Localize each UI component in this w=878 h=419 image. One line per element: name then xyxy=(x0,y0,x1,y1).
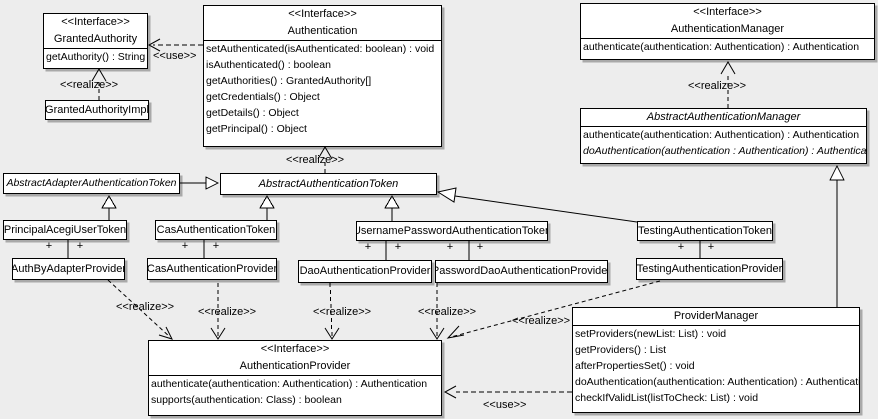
multiplicity-plus: + xyxy=(45,240,53,252)
class-name: ProviderManager xyxy=(673,310,759,322)
class-authentication[interactable]: <<Interface>> Authentication setAuthenti… xyxy=(203,5,442,147)
class-provider-manager[interactable]: ProviderManager setProviders(newList: Li… xyxy=(572,307,860,413)
multiplicity-plus: + xyxy=(76,240,84,252)
class-authentication-provider[interactable]: <<Interface>> AuthenticationProvider aut… xyxy=(148,340,442,416)
method: checkIfValidList(listToCheck: List) : vo… xyxy=(575,392,759,404)
multiplicity-plus: + xyxy=(212,240,220,252)
class-name: CasAuthenticationToken xyxy=(156,223,276,236)
class-abstract-adapter-authentication-token[interactable]: AbstractAdapterAuthenticationToken xyxy=(3,173,180,194)
use-label-bottom: <<use>> xyxy=(483,399,527,411)
class-authentication-manager[interactable]: <<Interface>> AuthenticationManager auth… xyxy=(580,3,875,60)
multiplicity-plus: + xyxy=(364,241,372,253)
method: doAuthentication(authentication : Authen… xyxy=(583,145,867,157)
class-dao-authentication-provider[interactable]: DaoAuthenticationProvider xyxy=(298,260,432,283)
class-granted-authority-impl[interactable]: GrantedAuthorityImpl xyxy=(45,100,149,120)
class-header: <<Interface>> AuthenticationProvider xyxy=(149,341,441,376)
method: setProviders(newList: List) : void xyxy=(575,328,727,340)
method: getProviders() : List xyxy=(575,344,667,356)
class-name: CasAuthenticationProvider xyxy=(147,262,277,275)
class-name: TestingAuthenticationToken xyxy=(638,224,772,237)
realize-label-password-dao: <<realize>> xyxy=(418,306,477,318)
method: authenticate(authentication: Authenticat… xyxy=(583,41,860,53)
realize-label-granted-authority: <<realize>> xyxy=(60,79,119,91)
method: getDetails() : Object xyxy=(206,107,299,119)
class-granted-authority[interactable]: <<Interface>> GrantedAuthority getAuthor… xyxy=(43,13,148,69)
class-username-password-authentication-token[interactable]: UsernamePasswordAuthenticationToken xyxy=(356,221,548,241)
class-header: ProviderManager xyxy=(573,308,859,326)
class-abstract-authentication-manager[interactable]: AbstractAuthenticationManager authentica… xyxy=(580,108,867,164)
class-testing-authentication-token[interactable]: TestingAuthenticationToken xyxy=(637,221,773,241)
method: afterPropertiesSet() : void xyxy=(575,360,695,372)
class-password-dao-authentication-provider[interactable]: PasswordDaoAuthenticationProvider xyxy=(435,260,608,283)
method: doAuthentication(authentication: Authent… xyxy=(575,376,860,388)
method: authenticate(authentication: Authenticat… xyxy=(151,378,428,390)
realize-label-auth-by-adapter: <<realize>> xyxy=(116,301,175,313)
generalization-principal-token xyxy=(101,195,117,220)
method: getPrincipal() : Object xyxy=(206,123,307,135)
realize-label-testing: <<realize>> xyxy=(512,315,571,327)
stereotype-label: <<Interface>> xyxy=(61,16,130,28)
method: setAuthenticated(isAuthenticated: boolea… xyxy=(206,43,435,55)
class-name: Authentication xyxy=(287,25,358,37)
methods-compartment: authenticate(authentication: Authenticat… xyxy=(581,127,866,159)
class-name: TestingAuthenticationProvider xyxy=(636,262,783,275)
method: supports(authentication: Class) : boolea… xyxy=(151,394,342,406)
generalization-adapter-token xyxy=(180,176,220,190)
multiplicity-plus: + xyxy=(181,240,189,252)
class-name: AuthByAdapterProvider xyxy=(12,262,125,275)
realize-label-abstract-token: <<realize>> xyxy=(286,154,345,166)
realize-label-cas: <<realize>> xyxy=(198,306,257,318)
class-header: <<Interface>> GrantedAuthority xyxy=(44,14,147,49)
multiplicity-plus: + xyxy=(446,241,454,253)
class-name: PrincipalAcegiUserToken xyxy=(3,223,127,236)
class-name: GrantedAuthorityImpl xyxy=(45,103,149,116)
method: isAuthenticated() : boolean xyxy=(206,59,331,71)
class-header: <<Interface>> AuthenticationManager xyxy=(581,4,874,39)
class-name: GrantedAuthority xyxy=(53,33,138,45)
class-name: PasswordDaoAuthenticationProvider xyxy=(435,265,608,277)
class-cas-authentication-provider[interactable]: CasAuthenticationProvider xyxy=(147,258,277,280)
class-abstract-authentication-token[interactable]: AbstractAuthenticationToken xyxy=(220,173,437,195)
use-edge-provider-manager-to-authentication-provider xyxy=(443,385,572,399)
class-name: AuthenticationManager xyxy=(670,23,785,35)
methods-compartment: getAuthority() : String xyxy=(44,49,147,65)
multiplicity-plus: + xyxy=(677,241,685,253)
generalization-testing-token xyxy=(436,187,638,223)
stereotype-label: <<Interface>> xyxy=(260,343,330,355)
multiplicity-plus: + xyxy=(707,241,715,253)
class-cas-authentication-token[interactable]: CasAuthenticationToken xyxy=(155,220,277,240)
class-principal-acegi-user-token[interactable]: PrincipalAcegiUserToken xyxy=(3,220,127,240)
methods-compartment: setProviders(newList: List) : void getPr… xyxy=(573,326,859,406)
generalization-provider-manager xyxy=(829,164,845,307)
multiplicity-plus: + xyxy=(394,241,402,253)
class-name: AbstractAdapterAuthenticationToken xyxy=(6,177,177,189)
method: getCredentials() : Object xyxy=(206,91,320,103)
realize-label-dao: <<realize>> xyxy=(313,306,372,318)
method: getAuthority() : String xyxy=(46,51,146,63)
multiplicity-plus: + xyxy=(476,241,484,253)
methods-compartment: setAuthenticated(isAuthenticated: boolea… xyxy=(204,41,441,137)
class-name: DaoAuthenticationProvider xyxy=(299,265,431,277)
generalization-username-token xyxy=(384,195,400,221)
class-header: AbstractAuthenticationManager xyxy=(581,109,866,127)
class-name: UsernamePasswordAuthenticationToken xyxy=(356,224,548,237)
class-auth-by-adapter-provider[interactable]: AuthByAdapterProvider xyxy=(12,258,125,280)
class-testing-authentication-provider[interactable]: TestingAuthenticationProvider xyxy=(636,258,783,280)
realize-label-abstract-manager: <<realize>> xyxy=(688,80,747,92)
methods-compartment: authenticate(authentication: Authenticat… xyxy=(149,376,441,408)
stereotype-label: <<Interface>> xyxy=(693,6,762,18)
class-name: AbstractAuthenticationToken xyxy=(258,177,399,190)
stereotype-label: <<Interface>> xyxy=(288,8,357,20)
method: authenticate(authentication: Authenticat… xyxy=(583,129,860,141)
class-name: AuthenticationProvider xyxy=(239,360,351,372)
generalization-cas-token xyxy=(259,195,275,220)
class-header: <<Interface>> Authentication xyxy=(204,6,441,41)
methods-compartment: authenticate(authentication: Authenticat… xyxy=(581,39,874,55)
class-name: AbstractAuthenticationManager xyxy=(646,111,801,123)
method: getAuthorities() : GrantedAuthority[] xyxy=(206,75,372,87)
use-label-top: <<use>> xyxy=(153,50,197,62)
